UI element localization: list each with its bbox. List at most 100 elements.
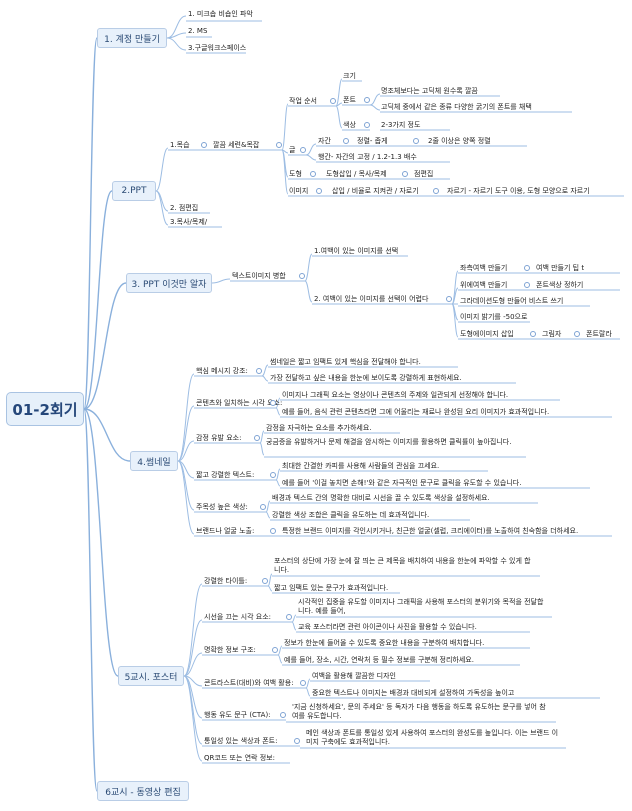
thumb-k1: 핵심 메시지 강조: — [196, 367, 248, 375]
connector — [291, 614, 297, 623]
collapse-toggle[interactable] — [300, 680, 306, 686]
collapse-toggle[interactable] — [446, 296, 452, 302]
connector — [275, 407, 281, 416]
connector — [177, 373, 195, 462]
ess-c5b: 폰트랄라 — [586, 330, 612, 338]
collapse-toggle[interactable] — [270, 528, 276, 534]
collapse-toggle[interactable] — [364, 97, 370, 103]
poster-p6: 통일성 있는 색상과 폰트: — [204, 737, 278, 745]
thumb-k1a: 썸네일은 짧고 임팩트 있게 핵심을 전달해야 합니다. — [270, 358, 421, 366]
ppt-n2: 2. 점편집 — [170, 204, 199, 212]
collapse-toggle[interactable] — [316, 188, 322, 194]
ppt-text-a: 자간 — [318, 137, 331, 145]
thumb-k2: 콘텐츠와 일치하는 시각 요소: — [196, 399, 283, 407]
connector — [335, 105, 343, 129]
connector — [177, 405, 195, 462]
connector — [451, 303, 459, 338]
collapse-toggle[interactable] — [276, 142, 282, 148]
connector — [305, 143, 317, 156]
collapse-toggle[interactable] — [280, 712, 286, 718]
connector — [275, 468, 281, 481]
connector — [305, 687, 311, 697]
ppt-font: 폰트 — [343, 96, 356, 104]
ess-c1a: 여백 만들기 팁 t — [536, 264, 585, 272]
collapse-toggle[interactable] — [530, 331, 536, 337]
collapse-toggle[interactable] — [433, 188, 439, 194]
ppt-color-1: 2-3가지 정도 — [381, 121, 421, 129]
node-account[interactable]: 1. 계정 만들기 — [97, 28, 167, 48]
collapse-toggle[interactable] — [260, 504, 266, 510]
thumb-k4: 짧고 강렬한 텍스트: — [196, 471, 255, 479]
connector — [267, 573, 273, 587]
connector — [83, 408, 119, 677]
connector — [267, 585, 273, 592]
root-node[interactable]: 01-2회기 — [6, 392, 84, 426]
connector — [277, 654, 283, 664]
collapse-toggle[interactable] — [343, 138, 349, 144]
connector — [183, 675, 203, 762]
thumb-k3b: 궁금증을 유발하거나 문제 해결을 암시하는 이미지를 활용하면 클릭률이 높아… — [266, 438, 512, 446]
connector — [177, 460, 195, 535]
collapse-toggle[interactable] — [256, 368, 262, 374]
collapse-toggle[interactable] — [524, 265, 530, 271]
collapse-toggle[interactable] — [270, 472, 276, 478]
poster-p2: 시선을 끄는 시각 요소: — [204, 613, 271, 621]
collapse-toggle[interactable] — [201, 142, 207, 148]
connector — [155, 190, 169, 226]
connector — [305, 154, 317, 161]
ppt-color: 색상 — [343, 121, 356, 129]
collapse-toggle[interactable] — [300, 147, 306, 153]
ppt-shape-1: 도형삽입 / 목사/목제 — [326, 170, 387, 178]
collapse-toggle[interactable] — [402, 171, 408, 177]
ppt-image-2: 자르기 - 자르기 도구 이용, 도형 모양으로 자르기 — [447, 187, 590, 195]
connector — [369, 93, 381, 106]
connector — [177, 440, 195, 462]
connector — [83, 408, 131, 462]
ess-b1: 1.여백이 있는 이미지를 선택 — [314, 247, 399, 255]
connector — [265, 500, 271, 513]
collapse-toggle[interactable] — [364, 122, 370, 128]
collapse-toggle[interactable] — [272, 647, 278, 653]
connector — [265, 511, 271, 519]
collapse-toggle[interactable] — [299, 273, 305, 279]
collapse-toggle[interactable] — [286, 614, 292, 620]
connector — [281, 149, 289, 195]
collapse-toggle[interactable] — [413, 138, 419, 144]
connector — [183, 619, 203, 677]
node-ppt[interactable]: 2.PPT — [112, 181, 156, 201]
connector — [259, 430, 265, 444]
thumb-k2b: 예를 들어, 음식 관련 콘텐츠라면 그에 어울리는 재료나 완성된 요리 이미… — [282, 408, 550, 416]
poster-p5: 행동 유도 문구 (CTA): — [204, 711, 271, 719]
connector — [183, 583, 203, 677]
ppt-style: 작업 순서 — [289, 97, 317, 105]
collapse-toggle[interactable] — [524, 282, 530, 288]
ppt-font-1: 명조체보다는 고딕체 원수록 깔끔 — [381, 87, 478, 95]
node-poster[interactable]: 5교시. 포스터 — [118, 666, 184, 686]
ppt-size: 크기 — [343, 72, 356, 80]
ppt-image: 이미지 — [289, 187, 309, 195]
connector — [83, 408, 98, 792]
ess-c5a: 그림자 — [542, 330, 562, 338]
ess-c4: 이미지 밝기를 -50으로 — [460, 313, 528, 321]
connector — [183, 652, 203, 677]
thumb-k5a: 배경과 텍스트 간의 명확한 대비로 시선을 끌 수 있도록 색상을 설정하세요… — [272, 494, 490, 502]
collapse-toggle[interactable] — [330, 98, 336, 104]
ppt-image-1: 삽입 / 비율로 지켜관 / 자로기 — [332, 187, 419, 195]
collapse-toggle[interactable] — [262, 578, 268, 584]
connector — [259, 442, 265, 456]
collapse-toggle[interactable] — [270, 400, 276, 406]
collapse-toggle[interactable] — [294, 738, 300, 744]
collapse-toggle[interactable] — [310, 171, 316, 177]
thumb-k4a: 최대한 간결한 카피를 사용해 사람들의 관심을 끄세요. — [282, 462, 440, 470]
poster-p1: 강렬한 타이틀: — [204, 577, 248, 585]
node-video-editing[interactable]: 6교시 - 동영상 편집 — [97, 781, 189, 801]
node-thumbnail[interactable]: 4.썸네일 — [130, 451, 178, 471]
connector — [83, 282, 127, 410]
collapse-toggle[interactable] — [254, 435, 260, 441]
collapse-toggle[interactable] — [574, 331, 580, 337]
node-ppt-essentials[interactable]: 3. PPT 이것만 알자 — [126, 273, 212, 293]
connector — [166, 37, 187, 51]
thumb-k5b: 강렬한 색상 조합은 클릭을 유도하는 데 효과적입니다. — [272, 511, 430, 519]
